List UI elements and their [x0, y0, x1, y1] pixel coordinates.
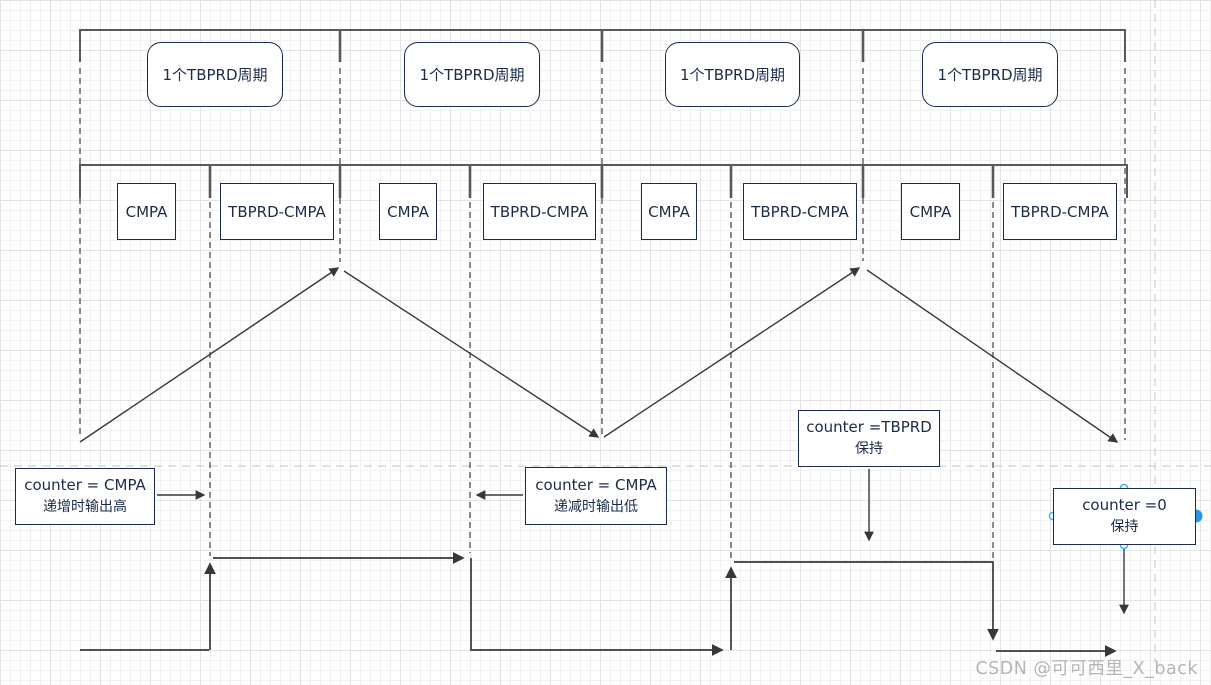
segment-shape-5[interactable]: CMPA: [641, 183, 697, 240]
segment-shape-8[interactable]: TBPRD-CMPA: [1003, 183, 1117, 240]
note-cmpa-down-line2: 递减时输出低: [554, 498, 638, 515]
timeline-dashed-lines: [79, 68, 1126, 560]
note-cmpa-down-line1: counter = CMPA: [535, 475, 657, 494]
pwm-high-2-falling-edge-2: [734, 561, 999, 641]
counter-ramp-down-2: [866, 269, 1119, 443]
page-break-guides: [0, 0, 1211, 662]
segment-shape-2[interactable]: TBPRD-CMPA: [220, 183, 334, 240]
period-label-1: 1个TBPRD周期: [162, 66, 268, 84]
counter-ramp-up-1: [79, 267, 340, 443]
segment-label-7: CMPA: [909, 202, 952, 221]
period-label-2: 1个TBPRD周期: [419, 66, 525, 84]
note-tbprd-hold[interactable]: counter =TBPRD 保持: [798, 410, 940, 467]
note-zero-hold-line2: 保持: [1110, 519, 1139, 536]
annotation-arrows: [157, 469, 1129, 615]
period-shape-1[interactable]: 1个TBPRD周期: [147, 42, 283, 107]
segment-shape-6[interactable]: TBPRD-CMPA: [743, 183, 857, 240]
segment-label-3: CMPA: [387, 202, 429, 221]
counter-ramp-down-1: [343, 270, 600, 438]
segment-label-6: TBPRD-CMPA: [751, 202, 849, 221]
segment-bracket-rail: [79, 164, 1128, 198]
note-cmpa-down[interactable]: counter = CMPA 递减时输出低: [525, 467, 667, 525]
period-shape-3[interactable]: 1个TBPRD周期: [665, 42, 800, 107]
period-shape-2[interactable]: 1个TBPRD周期: [404, 42, 540, 107]
segment-shape-3[interactable]: CMPA: [379, 183, 437, 240]
period-label-3: 1个TBPRD周期: [679, 66, 785, 84]
note-tbprd-hold-line1: counter =TBPRD: [806, 418, 932, 437]
note-cmpa-up-line1: counter = CMPA: [24, 476, 146, 495]
csdn-watermark: CSDN @可可西里_X_back: [975, 659, 1198, 679]
segment-label-8: TBPRD-CMPA: [1011, 202, 1109, 221]
segment-shape-7[interactable]: CMPA: [901, 183, 960, 240]
note-zero-hold-line1: counter =0: [1082, 496, 1167, 515]
segment-label-5: CMPA: [648, 202, 690, 221]
counter-triangle-wave: [79, 267, 1119, 443]
segment-shape-1[interactable]: CMPA: [117, 183, 176, 240]
period-label-4: 1个TBPRD周期: [937, 66, 1043, 84]
segment-bracket: [79, 164, 1128, 198]
segment-label-4: TBPRD-CMPA: [490, 202, 589, 221]
note-zero-hold[interactable]: counter =0 保持: [1053, 488, 1196, 545]
counter-ramp-up-2: [603, 267, 861, 438]
segment-label-1: CMPA: [125, 202, 168, 221]
pwm-falling-edge-1-low-2: [470, 558, 724, 656]
segment-shape-4[interactable]: TBPRD-CMPA: [483, 183, 596, 240]
segment-label-2: TBPRD-CMPA: [228, 202, 326, 221]
period-bracket: [79, 29, 1126, 62]
note-cmpa-up-line2: 递增时输出高: [43, 499, 127, 516]
pwm-output-wave: [80, 552, 1117, 657]
period-shape-4[interactable]: 1个TBPRD周期: [922, 42, 1058, 107]
note-cmpa-up[interactable]: counter = CMPA 递增时输出高: [15, 468, 155, 525]
note-tbprd-hold-line2: 保持: [855, 441, 883, 458]
